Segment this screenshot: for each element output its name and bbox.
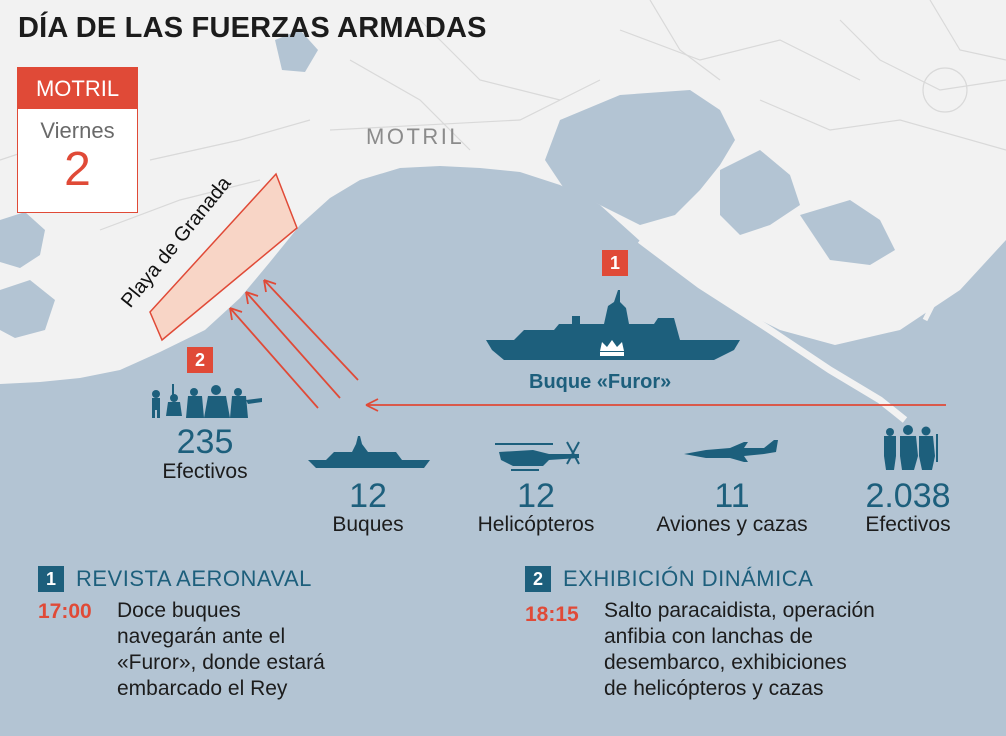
stat-label: Helicópteros — [477, 513, 595, 536]
section-description: Salto paracaidista, operación anfibia co… — [604, 598, 984, 702]
lagoon — [0, 212, 45, 268]
page-title: DÍA DE LAS FUERZAS ARMADAS — [18, 12, 487, 44]
ship-name: Buque «Furor» — [529, 371, 672, 393]
section-time: 17:00 — [38, 600, 92, 623]
stat-label: Aviones y cazas — [656, 513, 808, 536]
harbor-dock-2 — [800, 200, 895, 265]
stat-label: Efectivos — [162, 460, 248, 483]
section-title: EXHIBICIÓN DINÁMICA — [563, 566, 814, 591]
pond — [275, 30, 318, 72]
marker-beach: 2 — [187, 347, 213, 373]
section-description: Doce buques navegarán ante el «Furor», d… — [117, 598, 377, 702]
marker-ship: 1 — [602, 250, 628, 276]
description-line: «Furor», donde estará — [117, 651, 325, 674]
date-card: MOTRIL Viernes 2 — [17, 67, 138, 213]
date-card-city: MOTRIL — [18, 68, 137, 109]
section-number: 1 — [38, 566, 64, 592]
stat-value: 12 — [517, 477, 555, 515]
description-line: Salto paracaidista, operación — [604, 599, 875, 622]
description-line: de helicópteros y cazas — [604, 677, 824, 700]
soldiers-icon — [152, 384, 262, 418]
description-line: anfibia con lanchas de — [604, 625, 813, 648]
description-line: desembarco, exhibiciones — [604, 651, 847, 674]
fighter-jet-icon — [684, 440, 778, 462]
city-label: MOTRIL — [366, 124, 465, 149]
breakwater-2 — [922, 248, 963, 322]
landing-arrows — [229, 279, 359, 409]
section-title: REVISTA AERONAVAL — [76, 566, 312, 591]
troops-icon — [884, 425, 938, 470]
warship-furor-icon — [486, 290, 740, 360]
description-line: embarcado el Rey — [117, 677, 288, 700]
date-card-weekday: Viernes — [40, 118, 115, 143]
description-line: navegarán ante el — [117, 625, 286, 648]
breakwater — [637, 237, 908, 423]
description-line: Doce buques — [117, 599, 241, 622]
date-card-day: 2 — [64, 143, 91, 196]
beach-zone — [149, 172, 298, 342]
warship-icon — [308, 436, 430, 468]
stat-value: 235 — [176, 423, 234, 461]
stat-label: Efectivos — [865, 513, 951, 536]
stat-value: 2.038 — [865, 477, 951, 515]
harbor-basin — [545, 90, 735, 225]
land-area — [0, 0, 1006, 384]
helicopter-icon — [495, 441, 580, 471]
section-number: 2 — [525, 566, 551, 592]
stat-value: 12 — [349, 477, 387, 515]
lagoon-2 — [0, 280, 55, 338]
stat-value: 11 — [714, 477, 750, 515]
harbor-dock — [720, 150, 800, 235]
stat-label: Buques — [332, 513, 404, 536]
section-time: 18:15 — [525, 603, 579, 626]
